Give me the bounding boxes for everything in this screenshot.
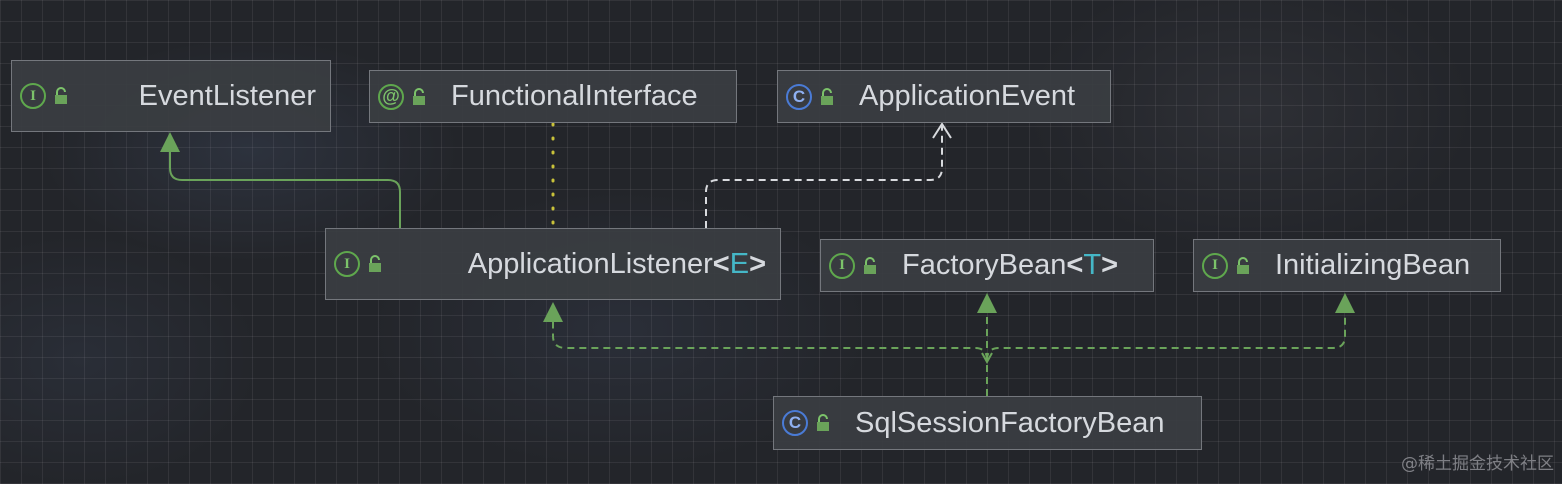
edge-implements-initializingbean-arrowhead bbox=[1335, 293, 1355, 313]
edge-implements-initializingbean bbox=[986, 312, 1346, 396]
node-application-event[interactable]: C ApplicationEvent bbox=[777, 70, 1111, 123]
node-initializing-bean[interactable]: I InitializingBean bbox=[1193, 239, 1501, 292]
edge-extends-arrowhead bbox=[160, 132, 180, 152]
open-lock-icon bbox=[862, 254, 880, 278]
node-event-listener[interactable]: I EventListener bbox=[11, 60, 331, 132]
edge-depends-applicationevent bbox=[705, 126, 943, 228]
node-name: InitializingBean bbox=[1275, 249, 1471, 281]
node-name: FunctionalInterface bbox=[451, 80, 698, 112]
watermark: @稀土掘金技术社区 bbox=[1401, 454, 1554, 474]
annotation-icon: @ bbox=[378, 83, 404, 110]
node-factory-bean[interactable]: I FactoryBean<T> bbox=[820, 239, 1154, 292]
edge-depends-arrowhead bbox=[932, 122, 952, 139]
interface-icon: I bbox=[829, 252, 855, 279]
node-name: SqlSessionFactoryBean bbox=[855, 406, 1165, 439]
node-name: FactoryBean<T> bbox=[902, 249, 1119, 281]
node-sql-session-factory-bean[interactable]: C SqlSessionFactoryBean bbox=[773, 396, 1202, 450]
class-icon: C bbox=[782, 410, 808, 436]
edge-implements-applicationlistener bbox=[552, 320, 988, 396]
open-lock-icon bbox=[1235, 254, 1253, 278]
open-lock-icon bbox=[53, 84, 71, 108]
class-icon: C bbox=[786, 83, 812, 110]
open-lock-icon bbox=[815, 411, 833, 435]
node-name: ApplicationEvent bbox=[859, 80, 1076, 112]
edge-extends-eventlistener bbox=[169, 150, 401, 228]
generic-param: E bbox=[729, 247, 750, 280]
open-lock-icon bbox=[411, 85, 429, 109]
node-name: EventListener bbox=[138, 79, 316, 112]
interface-icon: I bbox=[1202, 252, 1228, 279]
interface-icon: I bbox=[334, 251, 360, 277]
edge-implements-factorybean-arrowhead bbox=[977, 293, 997, 313]
interface-icon: I bbox=[20, 83, 46, 109]
generic-param: T bbox=[1083, 249, 1102, 281]
open-lock-icon bbox=[367, 252, 385, 276]
open-lock-icon bbox=[819, 85, 837, 109]
node-functional-interface[interactable]: @ FunctionalInterface bbox=[369, 70, 737, 123]
edge-implements-applicationlistener-arrowhead bbox=[543, 302, 563, 322]
node-application-listener[interactable]: I ApplicationListener<E> bbox=[325, 228, 781, 300]
edge-junction-chevron bbox=[981, 352, 993, 365]
node-name: ApplicationListener<E> bbox=[467, 247, 766, 280]
